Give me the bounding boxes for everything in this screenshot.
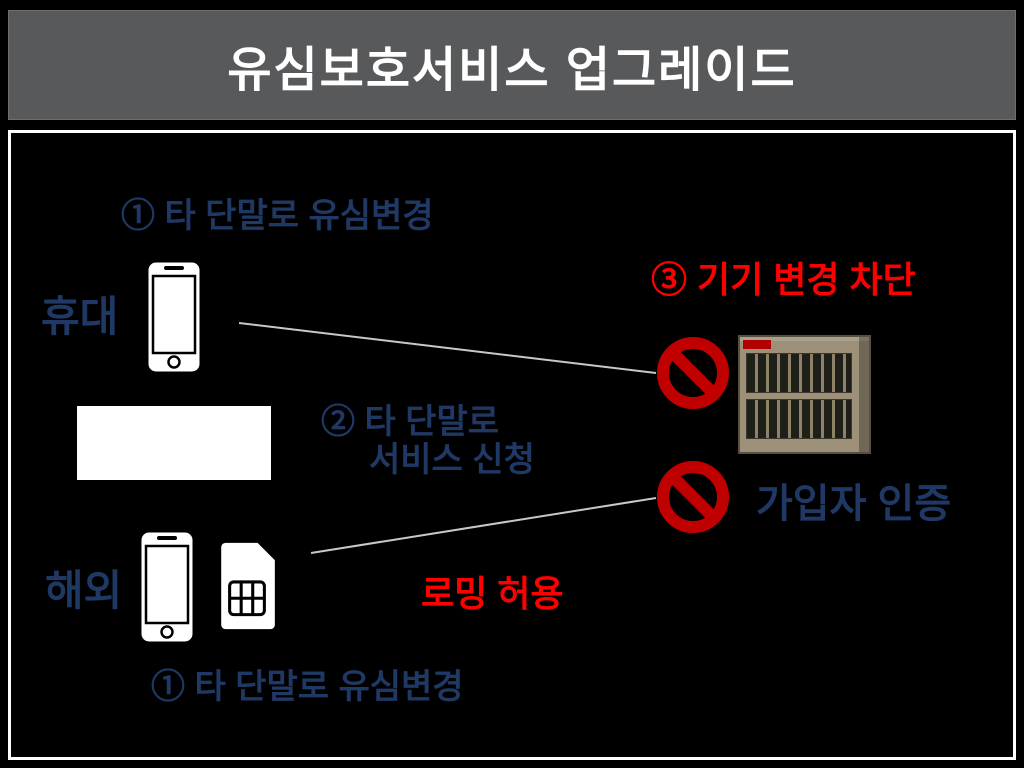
- bottom-step-label: ① 타 단말로 유심변경: [151, 668, 464, 706]
- overseas-label: 해외: [45, 567, 123, 614]
- mid-step-line1: ② 타 단말로: [321, 403, 500, 441]
- mid-step-label: ② 타 단말로 서비스 신청: [321, 403, 535, 479]
- domestic-label: 휴대: [41, 293, 119, 340]
- blank-white-box: [77, 406, 271, 480]
- roaming-allowed-label: 로밍 허용: [421, 573, 564, 614]
- connector-line-bottom: [310, 497, 657, 554]
- cabinet-red-indicator: [743, 340, 771, 349]
- device-change-block-label: ③ 기기 변경 차단: [651, 259, 916, 300]
- cabinet-slot-row: [746, 399, 852, 439]
- domestic-phone-icon: [145, 259, 203, 375]
- top-step-label: ① 타 단말로 유심변경: [121, 197, 434, 235]
- device-change-prohibition-icon: [657, 337, 729, 409]
- overseas-phone-icon: [138, 529, 196, 645]
- slide-header: 유심보호서비스 업그레이드: [8, 10, 1016, 120]
- subscriber-auth-label: 가입자 인증: [756, 482, 952, 526]
- slide-body: ① 타 단말로 유심변경 휴대 ② 타 단말로 서비스 신청 ③ 기기 변경 차…: [8, 130, 1016, 760]
- mid-step-line2: 서비스 신청: [369, 441, 535, 479]
- page-title: 유심보호서비스 업그레이드: [227, 44, 797, 97]
- connector-line-top: [238, 322, 657, 374]
- sim-card-icon: [217, 539, 279, 633]
- subscriber-auth-prohibition-icon: [657, 461, 729, 533]
- server-cabinet-image: [738, 335, 871, 454]
- cabinet-slot-row: [746, 353, 852, 393]
